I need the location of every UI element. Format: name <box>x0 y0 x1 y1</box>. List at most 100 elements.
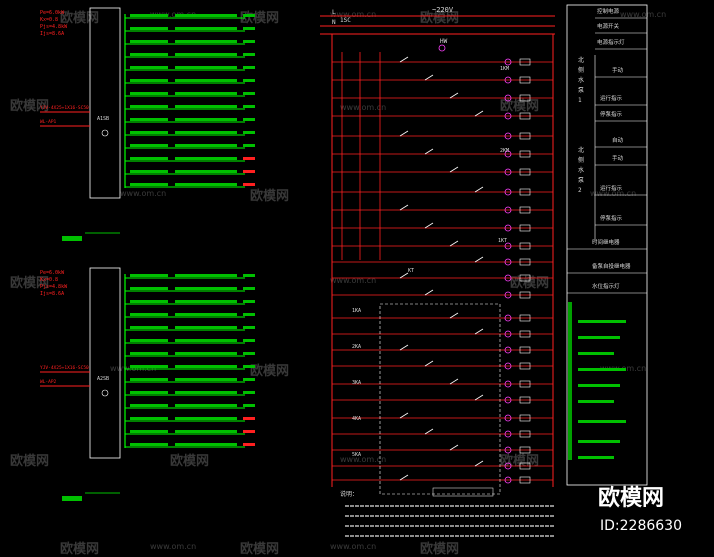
watermark-url: www.om.cn <box>150 10 196 19</box>
watermark-url: www.om.cn <box>110 364 156 373</box>
contact-icon <box>449 444 459 451</box>
panel-box <box>89 267 121 459</box>
coil-icon <box>504 224 512 232</box>
coil-icon <box>504 396 512 404</box>
circuit-load-mark <box>243 105 255 108</box>
main-switch-label: A2SB <box>97 376 109 382</box>
legend-group-char: 2 <box>578 187 582 194</box>
legend-notes <box>578 320 626 459</box>
circuit-load-mark <box>243 391 255 394</box>
circuit-load-mark <box>243 313 255 316</box>
watermark-brand: 欧模网 <box>420 10 459 26</box>
watermark-url: www.om.cn <box>120 189 166 198</box>
contact-icon <box>424 428 434 435</box>
legend-row-label: 电源指示灯 <box>597 38 625 46</box>
contact-icon <box>474 256 484 263</box>
relay-label: 1KM <box>500 66 509 72</box>
circuit-cable-mark <box>175 300 237 303</box>
circuit-cable-mark <box>175 365 237 368</box>
contact-icon <box>449 312 459 319</box>
relay-icon <box>519 314 531 322</box>
relay-icon <box>519 132 531 140</box>
coil-icon <box>504 380 512 388</box>
circuit-load-mark <box>243 118 255 121</box>
circuit-breaker-mark <box>130 79 168 82</box>
circuit-breaker-mark <box>130 417 168 420</box>
circuit-breaker-mark <box>130 378 168 381</box>
contact-icon <box>449 92 459 99</box>
relay-icon <box>519 476 531 484</box>
relay-icon <box>519 414 531 422</box>
circuit-breaker-mark <box>130 40 168 43</box>
watermark-url: www.om.cn <box>340 455 386 464</box>
incoming-cable: YJV-4X25+1X16-SC50 <box>40 365 89 371</box>
circuit-breaker-mark <box>130 157 168 160</box>
panel-header-line: Kx=0.8 <box>40 277 58 283</box>
watermark-layer: 欧模网 欧模网 欧模网 www.om.cn www.om.cn www.om.c… <box>10 10 666 557</box>
bus-l-label: L <box>332 9 336 16</box>
coil-icon <box>504 430 512 438</box>
circuit-breaker-mark <box>130 27 168 30</box>
relay-label: 2KM <box>500 148 509 154</box>
relay-icon <box>519 224 531 232</box>
contact-icon <box>399 204 409 211</box>
circuit-breaker-mark <box>130 183 168 186</box>
legend-row-label: 运行指示 <box>600 94 623 102</box>
circuit-cable-mark <box>175 92 237 95</box>
circuit-load-mark <box>243 66 255 69</box>
legend-group-char: 侧 <box>578 66 584 74</box>
main-switch-icon <box>101 129 109 137</box>
legend-group-char: 水 <box>578 76 584 84</box>
circuit-load-mark <box>243 352 255 355</box>
watermark-url: www.om.cn <box>330 542 376 551</box>
watermark-brand: 欧模网 <box>500 453 539 469</box>
contact-icon <box>474 328 484 335</box>
circuit-breaker-mark <box>130 274 168 277</box>
incoming-id: WL-AP1 <box>40 119 57 125</box>
bus-n-label: N <box>332 19 336 26</box>
panel-header-line: Pjs=4.8kW <box>40 284 68 290</box>
coil-icon <box>504 76 512 84</box>
contact-icon <box>399 272 409 279</box>
circuit-cable-mark <box>175 79 237 82</box>
circuit-breaker-mark <box>130 131 168 134</box>
circuit-breaker-mark <box>130 326 168 329</box>
legend-group-char: 泵 <box>578 87 584 94</box>
legend-note-line <box>578 400 614 403</box>
watermark-brand: 欧模网 <box>10 275 49 291</box>
contact-icon <box>474 460 484 467</box>
incoming-id: WL-AP2 <box>40 379 57 385</box>
legend-note-line <box>578 440 620 443</box>
coil-icon <box>504 258 512 266</box>
logo: 欧模网 ID:2286630 <box>598 485 682 534</box>
legend-row-label: 手动 <box>612 154 624 162</box>
ground-icon <box>62 496 82 501</box>
coil-icon <box>504 188 512 196</box>
relay-icon <box>519 112 531 120</box>
watermark-brand: 欧模网 <box>170 453 209 469</box>
contactor-label: 1KA <box>352 308 361 314</box>
watermark-brand: 欧模网 <box>240 541 279 557</box>
coil-icon <box>504 94 512 102</box>
contact-icon <box>474 394 484 401</box>
contact-icon <box>399 344 409 351</box>
coil-icon <box>504 446 512 454</box>
note-strip <box>568 302 572 460</box>
relay-icon <box>519 150 531 158</box>
circuit-cable-mark <box>175 287 237 290</box>
legend-note-line <box>578 336 620 339</box>
circuit-load-mark <box>243 274 255 277</box>
relay-icon <box>519 462 531 470</box>
circuit-cable-mark <box>175 391 237 394</box>
circuit-cable-mark <box>175 404 237 407</box>
circuit-breaker-mark <box>130 365 168 368</box>
watermark-brand: 欧模网 <box>240 10 279 26</box>
relay-icon <box>519 380 531 388</box>
coil-icon <box>504 314 512 322</box>
coil-icon <box>504 58 512 66</box>
contact-icon <box>424 289 434 296</box>
coil-icon <box>504 132 512 140</box>
interlock-box <box>379 303 501 495</box>
